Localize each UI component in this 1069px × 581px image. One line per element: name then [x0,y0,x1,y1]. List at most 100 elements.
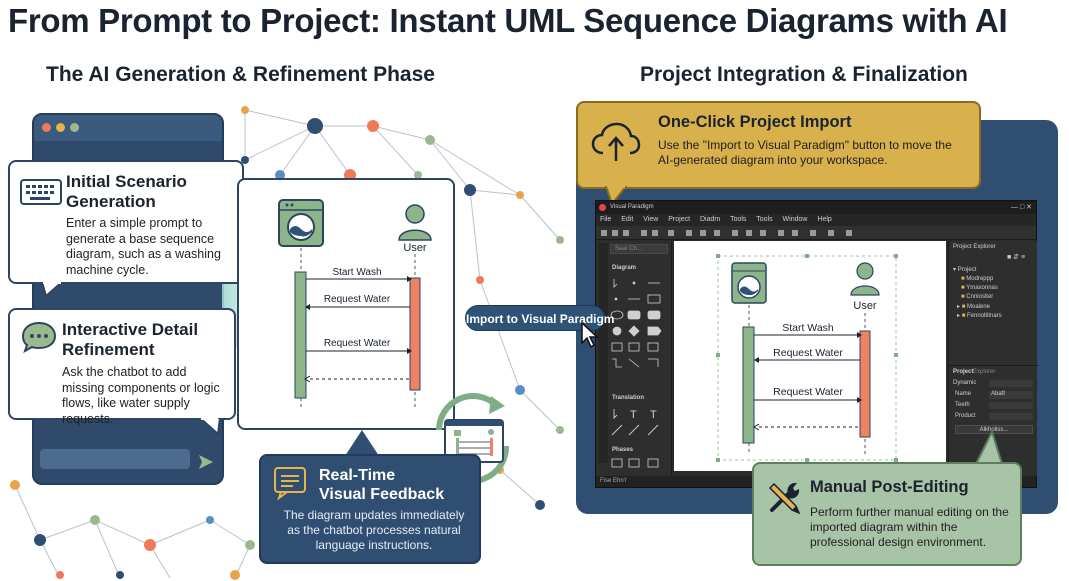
vp-search-input[interactable]: Sear Ch... [610,244,668,254]
left-section-heading: The AI Generation & Refinement Phase [46,63,435,86]
vp-user-label: User [853,300,877,312]
vp-message-label-2: Request Water [773,347,843,359]
vp-props-tab-explorer[interactable]: Explorer [973,369,996,375]
send-icon[interactable] [198,453,214,471]
vp-palette-group-translation[interactable]: Translation [612,395,645,401]
vp-prop-value-2[interactable]: Abaft [989,391,1033,399]
refinement-title-line1: Interactive Detail [62,320,199,339]
vp-message-label-1: Start Wash [782,322,834,334]
vp-project-explorer: Project Explorer ■ ⇵ ≡ ▾ Project ■ Modre… [948,241,1038,477]
vp-tree-item-4[interactable]: ▸ ■ Moalene [957,304,990,310]
document-chat-icon [274,467,306,500]
tools-icon [768,482,801,515]
vp-menu-tools[interactable]: Tools [730,216,747,223]
vp-palette-group-diagram[interactable]: Diagram [612,265,637,271]
initial-scenario-card: Initial Scenario Generation Enter a simp… [8,160,244,284]
vp-props-tab-project[interactable]: Project [953,369,974,375]
vp-prop-key-2: Name [955,391,972,397]
feedback-card: Real-Time Visual Feedback The diagram up… [259,454,481,564]
window-dot-red[interactable] [42,123,51,132]
manual-card-pointer [974,430,1004,465]
vp-prop-value-1[interactable] [989,380,1033,387]
vp-properties-button[interactable]: Alkholiss... [955,425,1033,434]
vp-menu-tools-2[interactable]: Tools [756,216,773,223]
svg-text:T: T [650,409,657,421]
vp-menu-project[interactable]: Project [668,216,691,223]
right-section-heading: Project Integration & Finalization [640,63,968,86]
vp-palette-group-phases[interactable]: Phases [612,447,634,453]
sequence-diagram-panel: User Start Wash Request Water Request Wa… [237,178,455,430]
vp-menu-diagram[interactable]: Diadm [700,216,721,223]
vp-menu-file[interactable]: File [600,216,612,223]
chat-window-titlebar [34,115,222,141]
feedback-text: The diagram updates immediately as the c… [283,508,465,552]
vp-explorer-toolbar-icons[interactable]: ■ ⇵ ≡ [1007,254,1026,261]
vp-prop-value-4[interactable] [989,413,1033,420]
page-title: From Prompt to Project: Instant UML Sequ… [8,2,1008,39]
vp-tree-item-5[interactable]: ▸ ■ Fennoltitnars [957,313,1002,319]
feedback-title-line2: Visual Feedback [319,486,445,503]
vp-washing-machine-icon [731,262,767,304]
window-dot-green[interactable] [70,123,79,132]
window-dot-yellow[interactable] [56,123,65,132]
vp-toolbar [596,226,1036,240]
project-import-card: One-Click Project Import Use the "Import… [576,101,981,189]
sequence-diagram: User Start Wash Request Water Request Wa… [278,199,432,410]
initial-scenario-title-line1: Initial Scenario [66,172,187,191]
vp-prop-value-3[interactable] [989,402,1033,409]
vp-tree-item-2[interactable]: ■ Ymaxonnas [961,285,998,291]
initial-scenario-title-line2: Generation [66,192,156,211]
import-card-text: Use the "Import to Visual Paradigm" butt… [658,138,952,167]
chat-bubble-icon [21,321,57,354]
vp-menu-window[interactable]: Window [782,216,808,223]
vp-toolbar-icons[interactable] [596,226,1038,240]
feedback-title-line1: Real-Time [319,467,396,484]
vp-message-label-3: Request Water [773,386,843,398]
import-to-visual-paradigm-button[interactable]: Import to Visual Paradigm [465,305,614,331]
refinement-text: Ask the chatbot to add missing component… [62,365,220,426]
vp-sequence-diagram[interactable]: User Start Wash Request Water Request Wa… [674,241,946,471]
vp-window-title: Visual Paradigm [610,204,654,210]
vp-diagram-canvas[interactable]: User Start Wash Request Water Request Wa… [674,241,946,471]
vp-project-explorer-title: Project Explorer [953,244,996,250]
message-label-3: Request Water [324,338,391,349]
vp-tree-item-3[interactable]: ■ Cnnioslter [961,294,994,300]
vp-menubar: File Edit View Project Diadm Tools Tools… [596,214,1036,226]
vp-titlebar: Visual Paradigm — □ ✕ [596,201,1036,214]
initial-scenario-text: Enter a simple prompt to generate a base… [66,216,221,277]
vp-window-controls[interactable]: — □ ✕ [1011,204,1032,211]
vp-search-placeholder: Sear Ch... [615,246,643,252]
user-label: User [403,242,427,254]
svg-text:T: T [630,409,637,421]
manual-card-text: Perform further manual editing on the im… [810,505,1009,549]
vp-prop-key-3: Teeth [955,402,970,408]
vp-menu-edit[interactable]: Edit [621,216,634,223]
feedback-pointer [345,430,379,456]
refinement-card: Interactive Detail Refinement Ask the ch… [8,308,236,426]
cloud-upload-icon [591,122,641,161]
mouse-cursor-icon [581,321,599,349]
network-background [10,106,564,580]
vp-menu-view[interactable]: View [643,216,659,223]
vp-logo-icon [599,204,606,211]
vp-phase-tools[interactable] [610,457,668,469]
vp-tree-item-1[interactable]: ■ Modreppp [961,276,994,282]
import-card-title: One-Click Project Import [658,113,852,131]
user-icon [398,204,432,241]
vp-menu-help[interactable]: Help [817,216,832,223]
vp-prop-key-1: Dynamic [953,380,977,386]
vp-shape-tools[interactable] [610,275,668,373]
message-label-1: Start Wash [332,267,381,278]
washing-machine-icon [278,199,324,247]
keyboard-icon [20,179,62,205]
vp-tree-root[interactable]: ▾ Project [953,267,977,273]
manual-post-editing-card: Manual Post-Editing Perform further manu… [752,462,1022,566]
vp-user-icon [850,262,880,296]
initial-card-pointer [40,282,64,298]
refinement-title-line2: Refinement [62,340,155,359]
import-card-pointer [604,186,628,206]
chat-input[interactable] [40,449,190,469]
vp-prop-key-4: Product [955,413,976,419]
